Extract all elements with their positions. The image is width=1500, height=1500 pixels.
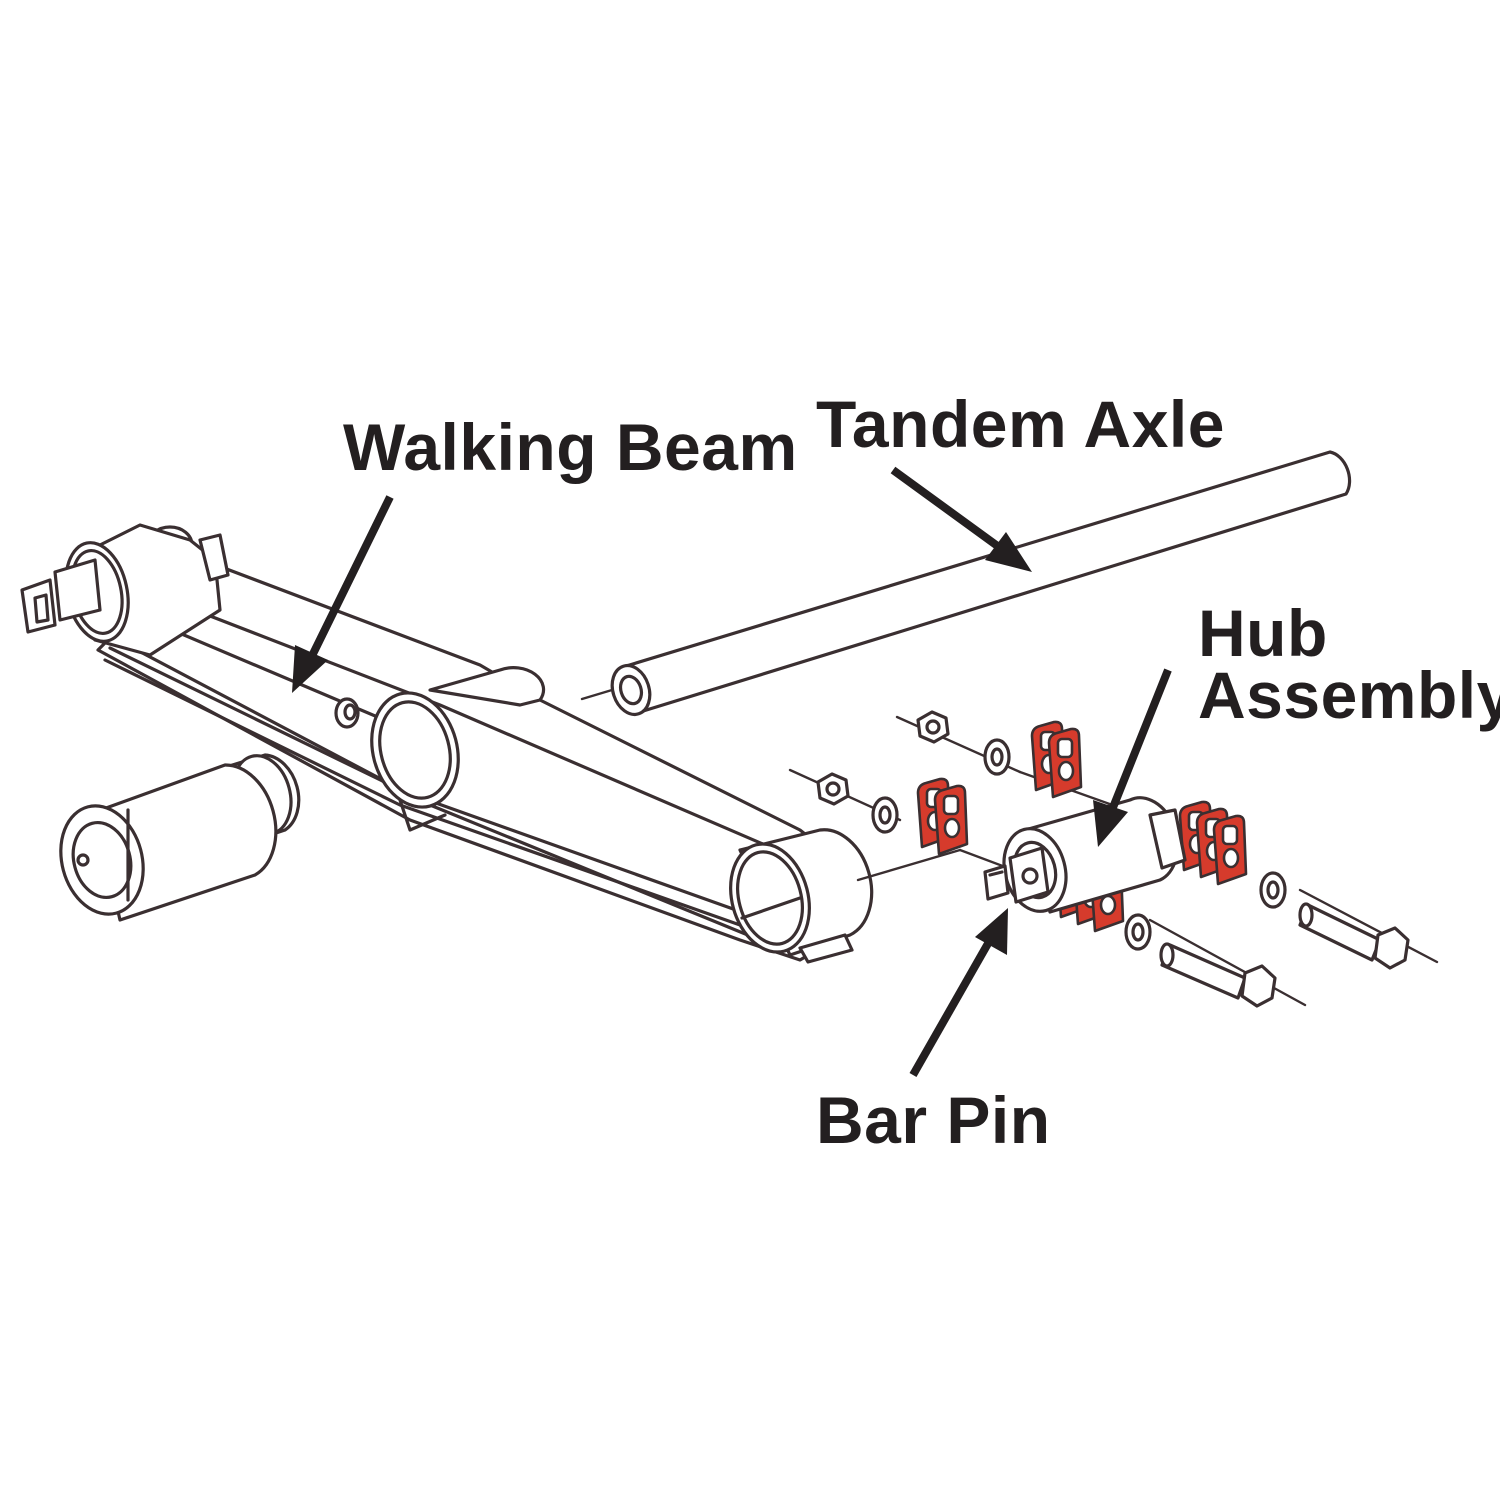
- walking-beam-arrow: [292, 495, 394, 693]
- right-washer-lower: [1124, 913, 1152, 951]
- hub-assembly-label-line1: Hub: [1198, 596, 1328, 670]
- beam-bushing: [59, 753, 301, 922]
- upper-bolt: [1298, 902, 1410, 970]
- shim-stack-upper-right: [1178, 800, 1248, 886]
- shim-stack-upper-left: [1030, 720, 1083, 799]
- bar-pin-arrow: [909, 908, 1008, 1077]
- tandem-axle-tube: [580, 450, 1352, 717]
- shim-stack-lower-left: [916, 777, 969, 856]
- shim-plate: [933, 784, 969, 856]
- tandem-axle-arrow: [890, 466, 1032, 572]
- lower-bolt: [1159, 942, 1277, 1008]
- shim-plate: [1047, 727, 1083, 799]
- tandem-axle-label: Tandem Axle: [816, 387, 1225, 461]
- hub-assembly: [983, 796, 1187, 914]
- upper-washer: [983, 738, 1011, 776]
- walking-beam-body: [20, 523, 874, 964]
- lower-washer: [871, 796, 899, 834]
- upper-hex-nut: [916, 710, 950, 744]
- lower-hex-nut: [816, 772, 850, 806]
- right-washer-upper: [1259, 871, 1287, 909]
- walking-beam-label: Walking Beam: [343, 410, 798, 484]
- shim-plate: [1212, 814, 1248, 886]
- hub-assembly-arrow: [1093, 668, 1172, 847]
- hub-assembly-label-line2: Assembly: [1198, 658, 1500, 732]
- bar-pin-label: Bar Pin: [816, 1083, 1051, 1157]
